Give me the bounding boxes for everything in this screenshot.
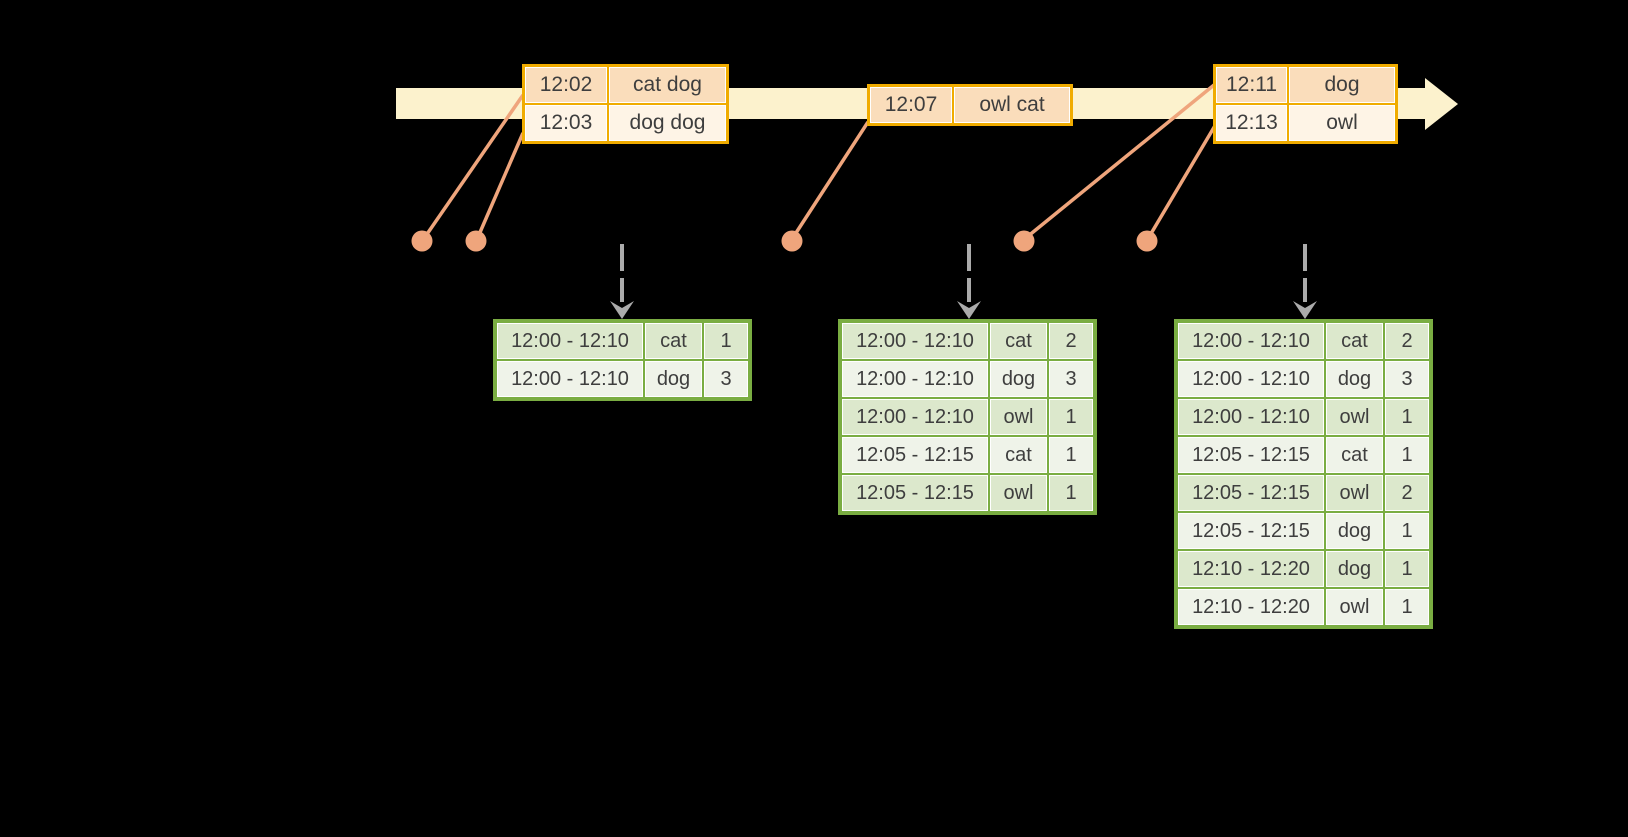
connector-line-12-03 xyxy=(476,132,525,238)
word-cell: owl xyxy=(990,475,1047,511)
trigger-arrowhead-icon-3 xyxy=(1293,301,1317,319)
count-cell: 1 xyxy=(1049,399,1093,435)
window-cell: 12:00 - 12:10 xyxy=(497,323,643,359)
count-cell: 1 xyxy=(1385,399,1429,435)
word-cell: cat xyxy=(645,323,702,359)
word-cell: dog xyxy=(645,361,702,397)
word-cell: dog xyxy=(1326,361,1383,397)
event-words-cell: dog xyxy=(1289,67,1395,103)
window-cell: 12:00 - 12:10 xyxy=(1178,323,1324,359)
count-cell: 2 xyxy=(1385,475,1429,511)
count-cell: 1 xyxy=(1385,513,1429,549)
connector-line-12-07 xyxy=(792,121,870,237)
trigger-arrows xyxy=(610,244,1317,319)
count-cell: 1 xyxy=(1385,589,1429,625)
event-words-cell: cat dog xyxy=(609,67,726,103)
connector-line-12-13 xyxy=(1147,123,1218,238)
word-cell: cat xyxy=(990,323,1047,359)
word-cell: owl xyxy=(990,399,1047,435)
window-cell: 12:05 - 12:15 xyxy=(1178,437,1324,473)
event-time-cell: 12:11 xyxy=(1216,67,1287,103)
window-cell: 12:00 - 12:10 xyxy=(1178,399,1324,435)
window-cell: 12:00 - 12:10 xyxy=(842,399,988,435)
word-cell: owl xyxy=(1326,589,1383,625)
event-dot-12-03 xyxy=(465,230,487,252)
count-cell: 1 xyxy=(704,323,748,359)
event-time-cell: 12:03 xyxy=(525,105,607,141)
window-cell: 12:10 - 12:20 xyxy=(1178,551,1324,587)
count-cell: 3 xyxy=(1049,361,1093,397)
event-dots xyxy=(411,230,1158,252)
connector-line-12-11 xyxy=(1025,83,1216,239)
word-cell: owl xyxy=(1326,475,1383,511)
count-cell: 1 xyxy=(1049,437,1093,473)
event-words-cell: dog dog xyxy=(609,105,726,141)
window-cell: 12:10 - 12:20 xyxy=(1178,589,1324,625)
word-cell: dog xyxy=(1326,551,1383,587)
count-cell: 1 xyxy=(1385,437,1429,473)
trigger-arrowhead-icon-2 xyxy=(957,301,981,319)
count-cell: 3 xyxy=(704,361,748,397)
window-cell: 12:05 - 12:15 xyxy=(1178,475,1324,511)
event-time-cell: 12:13 xyxy=(1216,105,1287,141)
count-cell: 2 xyxy=(1049,323,1093,359)
trigger-arrowhead-icon-1 xyxy=(610,301,634,319)
count-cell: 1 xyxy=(1385,551,1429,587)
event-connector-lines xyxy=(423,83,1218,239)
window-cell: 12:05 - 12:15 xyxy=(842,475,988,511)
window-cell: 12:05 - 12:15 xyxy=(842,437,988,473)
word-cell: dog xyxy=(990,361,1047,397)
window-cell: 12:00 - 12:10 xyxy=(842,361,988,397)
event-dot-12-11 xyxy=(1013,230,1035,252)
word-cell: cat xyxy=(1326,437,1383,473)
word-cell: owl xyxy=(1326,399,1383,435)
window-cell: 12:00 - 12:10 xyxy=(497,361,643,397)
event-time-cell: 12:02 xyxy=(525,67,607,103)
event-dot-12-13 xyxy=(1136,230,1158,252)
connector-line-12-02 xyxy=(423,94,525,238)
window-cell: 12:05 - 12:15 xyxy=(1178,513,1324,549)
word-cell: cat xyxy=(990,437,1047,473)
window-cell: 12:00 - 12:10 xyxy=(842,323,988,359)
event-time-cell: 12:07 xyxy=(870,87,952,123)
window-cell: 12:00 - 12:10 xyxy=(1178,361,1324,397)
event-dot-12-07 xyxy=(781,230,803,252)
event-words-cell: owl xyxy=(1289,105,1395,141)
timeline-arrowhead-icon xyxy=(1425,78,1458,130)
count-cell: 3 xyxy=(1385,361,1429,397)
event-dot-12-02 xyxy=(411,230,433,252)
word-cell: cat xyxy=(1326,323,1383,359)
count-cell: 1 xyxy=(1049,475,1093,511)
count-cell: 2 xyxy=(1385,323,1429,359)
event-words-cell: owl cat xyxy=(954,87,1070,123)
word-cell: dog xyxy=(1326,513,1383,549)
